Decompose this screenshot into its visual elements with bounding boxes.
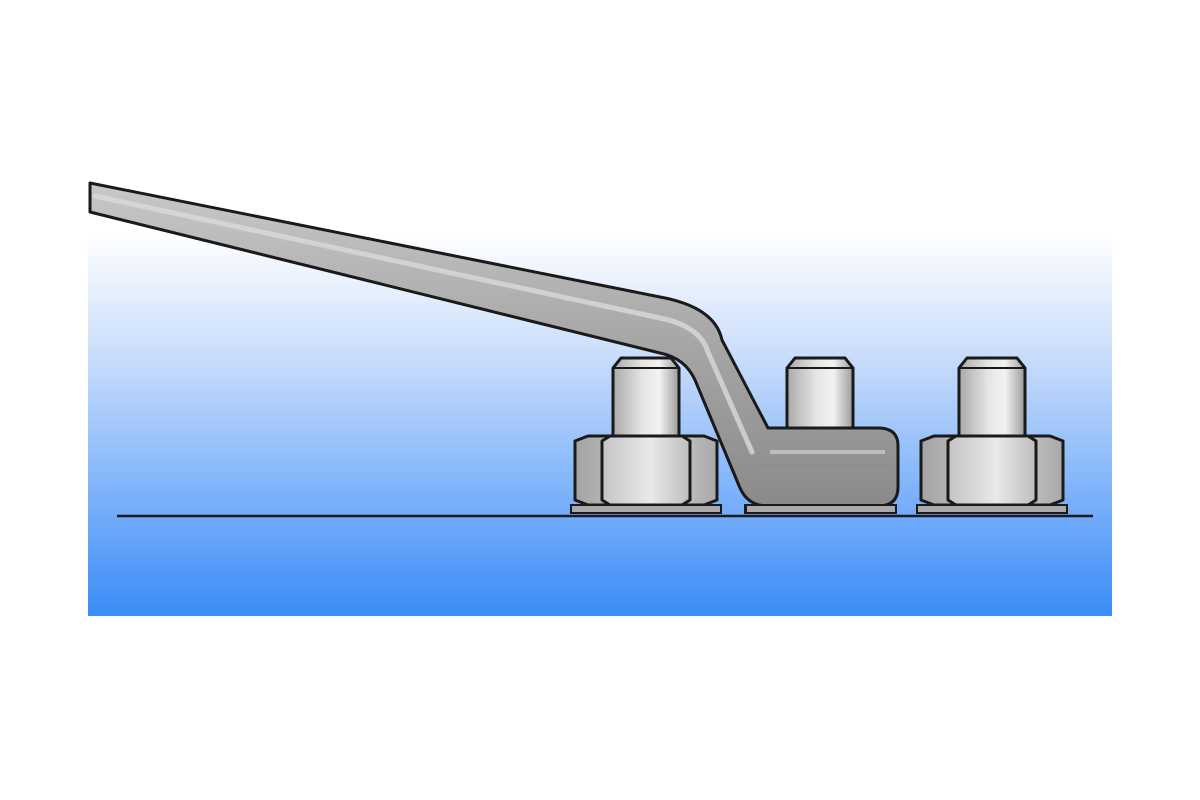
center-washer xyxy=(745,504,897,514)
offset-ring-wrench-icon xyxy=(88,181,900,508)
